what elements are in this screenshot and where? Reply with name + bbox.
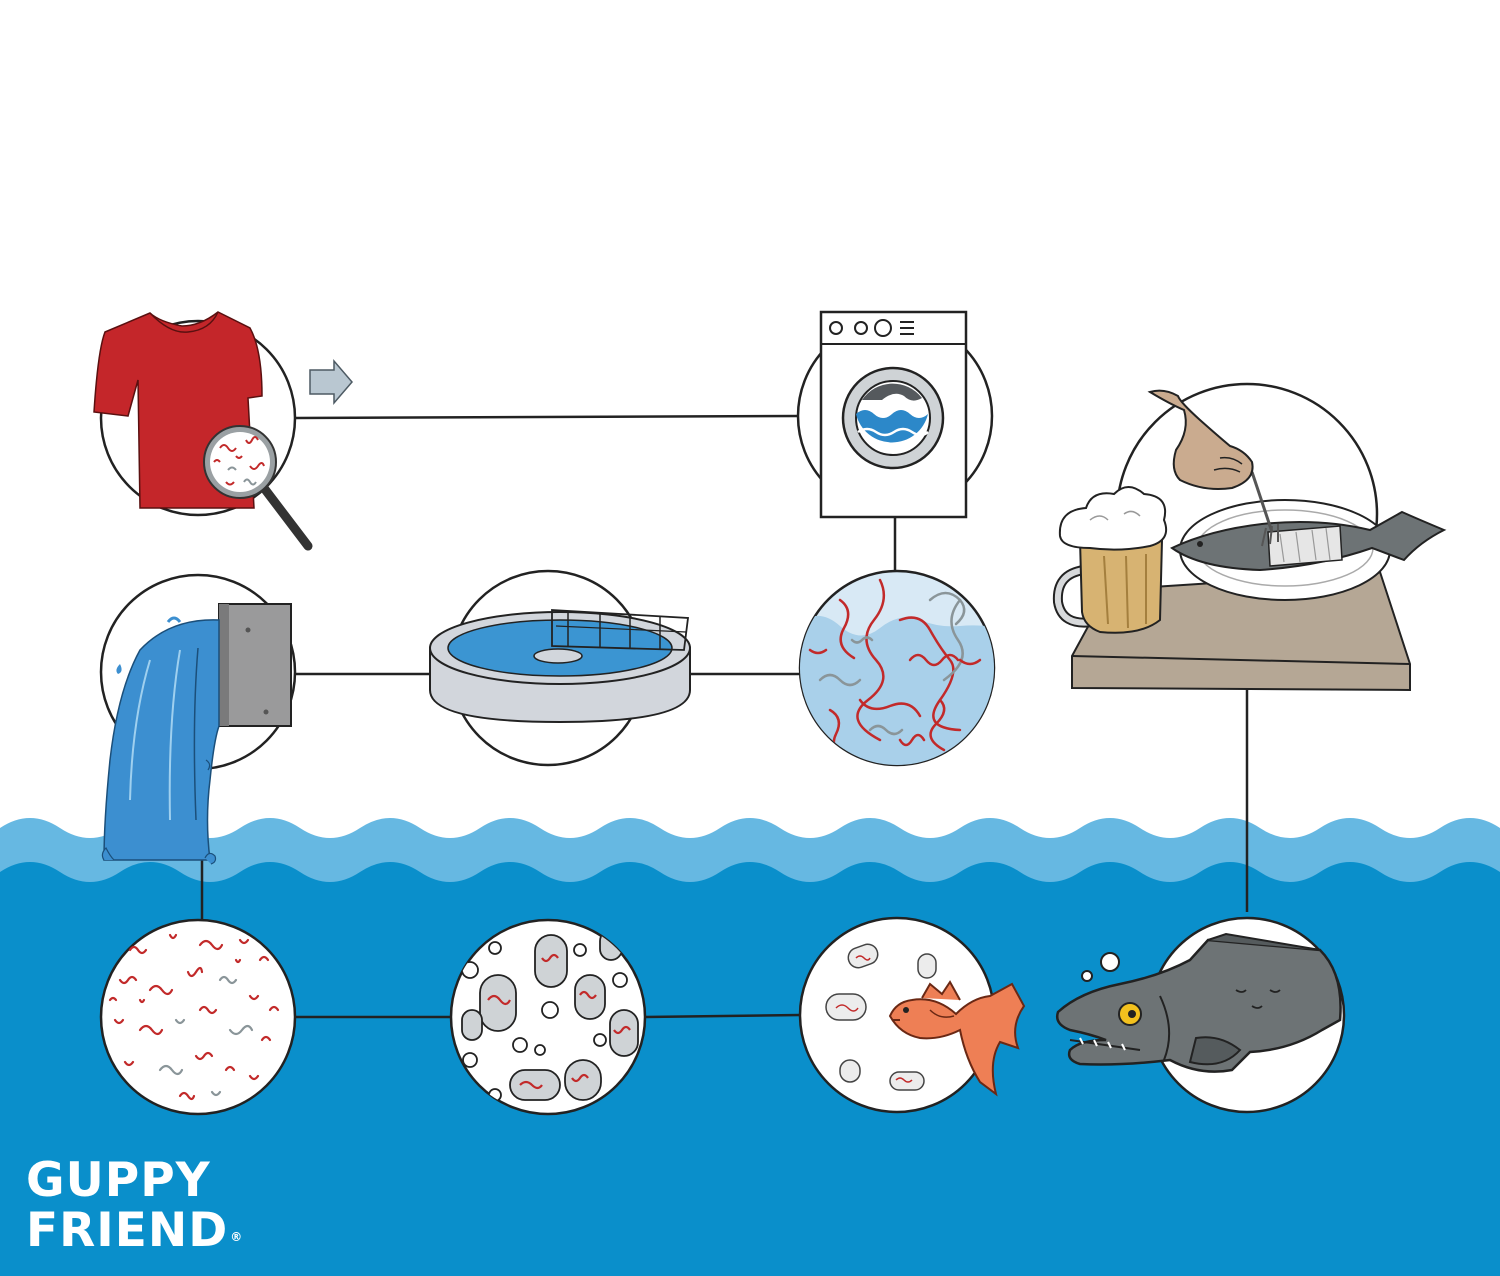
treatment-plant-icon (429, 609, 691, 724)
washing-machine-step (796, 310, 994, 519)
fibers-ocean-circle (99, 918, 297, 1116)
outflow-pipe-icon (101, 603, 292, 865)
plankton-step (449, 918, 647, 1116)
small-fish-icon (888, 980, 1026, 1097)
dinner-step (1052, 382, 1447, 692)
brand-line-1: GUPPY (26, 1153, 211, 1208)
treatment-plant-step (429, 569, 691, 767)
small-fish-step (798, 916, 1026, 1114)
deep-water (0, 862, 1500, 1276)
beer-mug-icon (1052, 486, 1168, 634)
fibers-wastewater-step (798, 569, 996, 767)
brand-line-2: FRIEND® (26, 1206, 243, 1256)
connector-lines (200, 414, 1249, 1019)
bubble-icons (1081, 952, 1120, 982)
registered-mark: ® (230, 1230, 244, 1244)
plankton-icon (825, 943, 937, 1091)
microfiber-closeup-icon (108, 933, 280, 1101)
fish-dinner-icon (1052, 389, 1447, 692)
microfiber-closeup-icon (800, 578, 994, 765)
hand-with-fork-icon (1147, 389, 1279, 547)
arrow-right-icon (309, 358, 353, 406)
plankton-icon (461, 929, 639, 1102)
ocean (0, 818, 1500, 1276)
big-fish-step (1056, 916, 1346, 1114)
magnifier-icon (203, 425, 313, 551)
shirt-step (93, 311, 353, 551)
guppy-friend-logo: GUPPY FRIEND® (26, 1156, 243, 1256)
washing-machine-icon (819, 310, 968, 519)
brand-line-2-text: FRIEND (26, 1203, 229, 1258)
big-fish-icon (1056, 932, 1342, 1073)
fibers-ocean-step (99, 918, 297, 1116)
outflow-step (99, 573, 297, 865)
